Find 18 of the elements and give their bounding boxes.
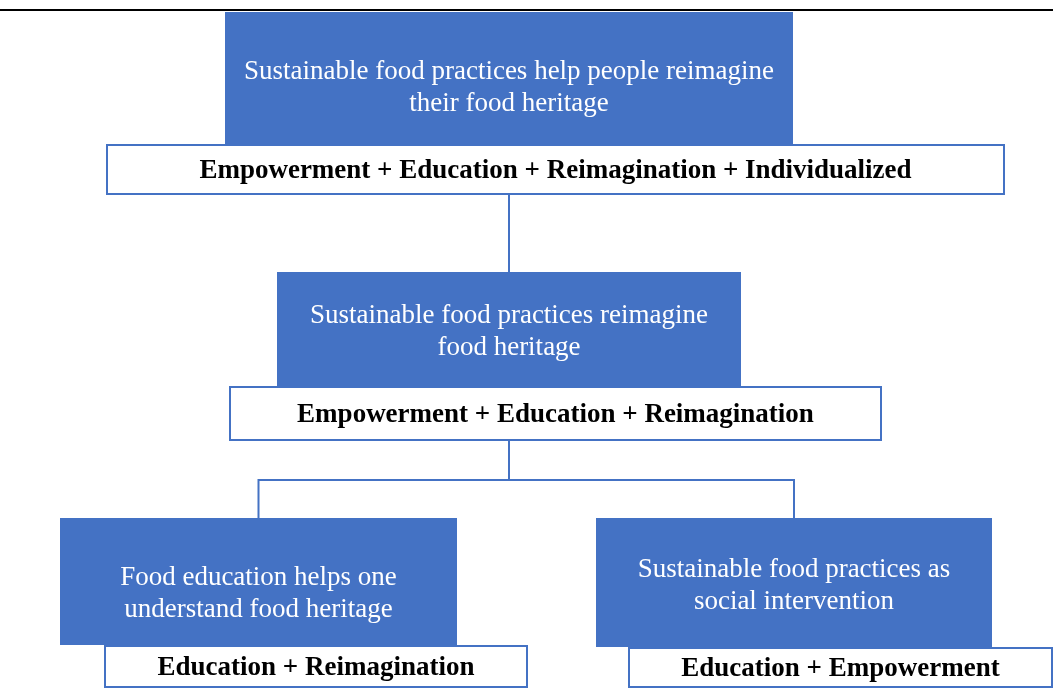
topic-box (60, 518, 457, 645)
theme-text: Education + Reimagination (157, 651, 475, 682)
topic-box (596, 518, 992, 647)
theme-label-box (104, 645, 528, 688)
topic-box (277, 272, 741, 388)
topic-text: Sustainable food practices as social intervention (636, 552, 952, 616)
theme-label-box (229, 386, 882, 441)
theme-label-box (106, 144, 1005, 195)
connector-line (508, 194, 510, 273)
theme-text: Education + Empowerment (681, 652, 1000, 683)
theme-text: Empowerment + Education + Reimagination + Individualized (199, 154, 912, 185)
topic-box (225, 12, 793, 145)
topic-text: Food education helps one understand food heritage (119, 560, 398, 624)
theme-text: Empowerment + Education + Reimagination (297, 398, 814, 429)
topic-text: Sustainable food practices reimagine food heritage (308, 298, 710, 362)
theme-label-box (628, 647, 1053, 688)
topic-text: Sustainable food practices help people reimagine their food heritage (242, 54, 776, 118)
connector-line (508, 440, 795, 519)
